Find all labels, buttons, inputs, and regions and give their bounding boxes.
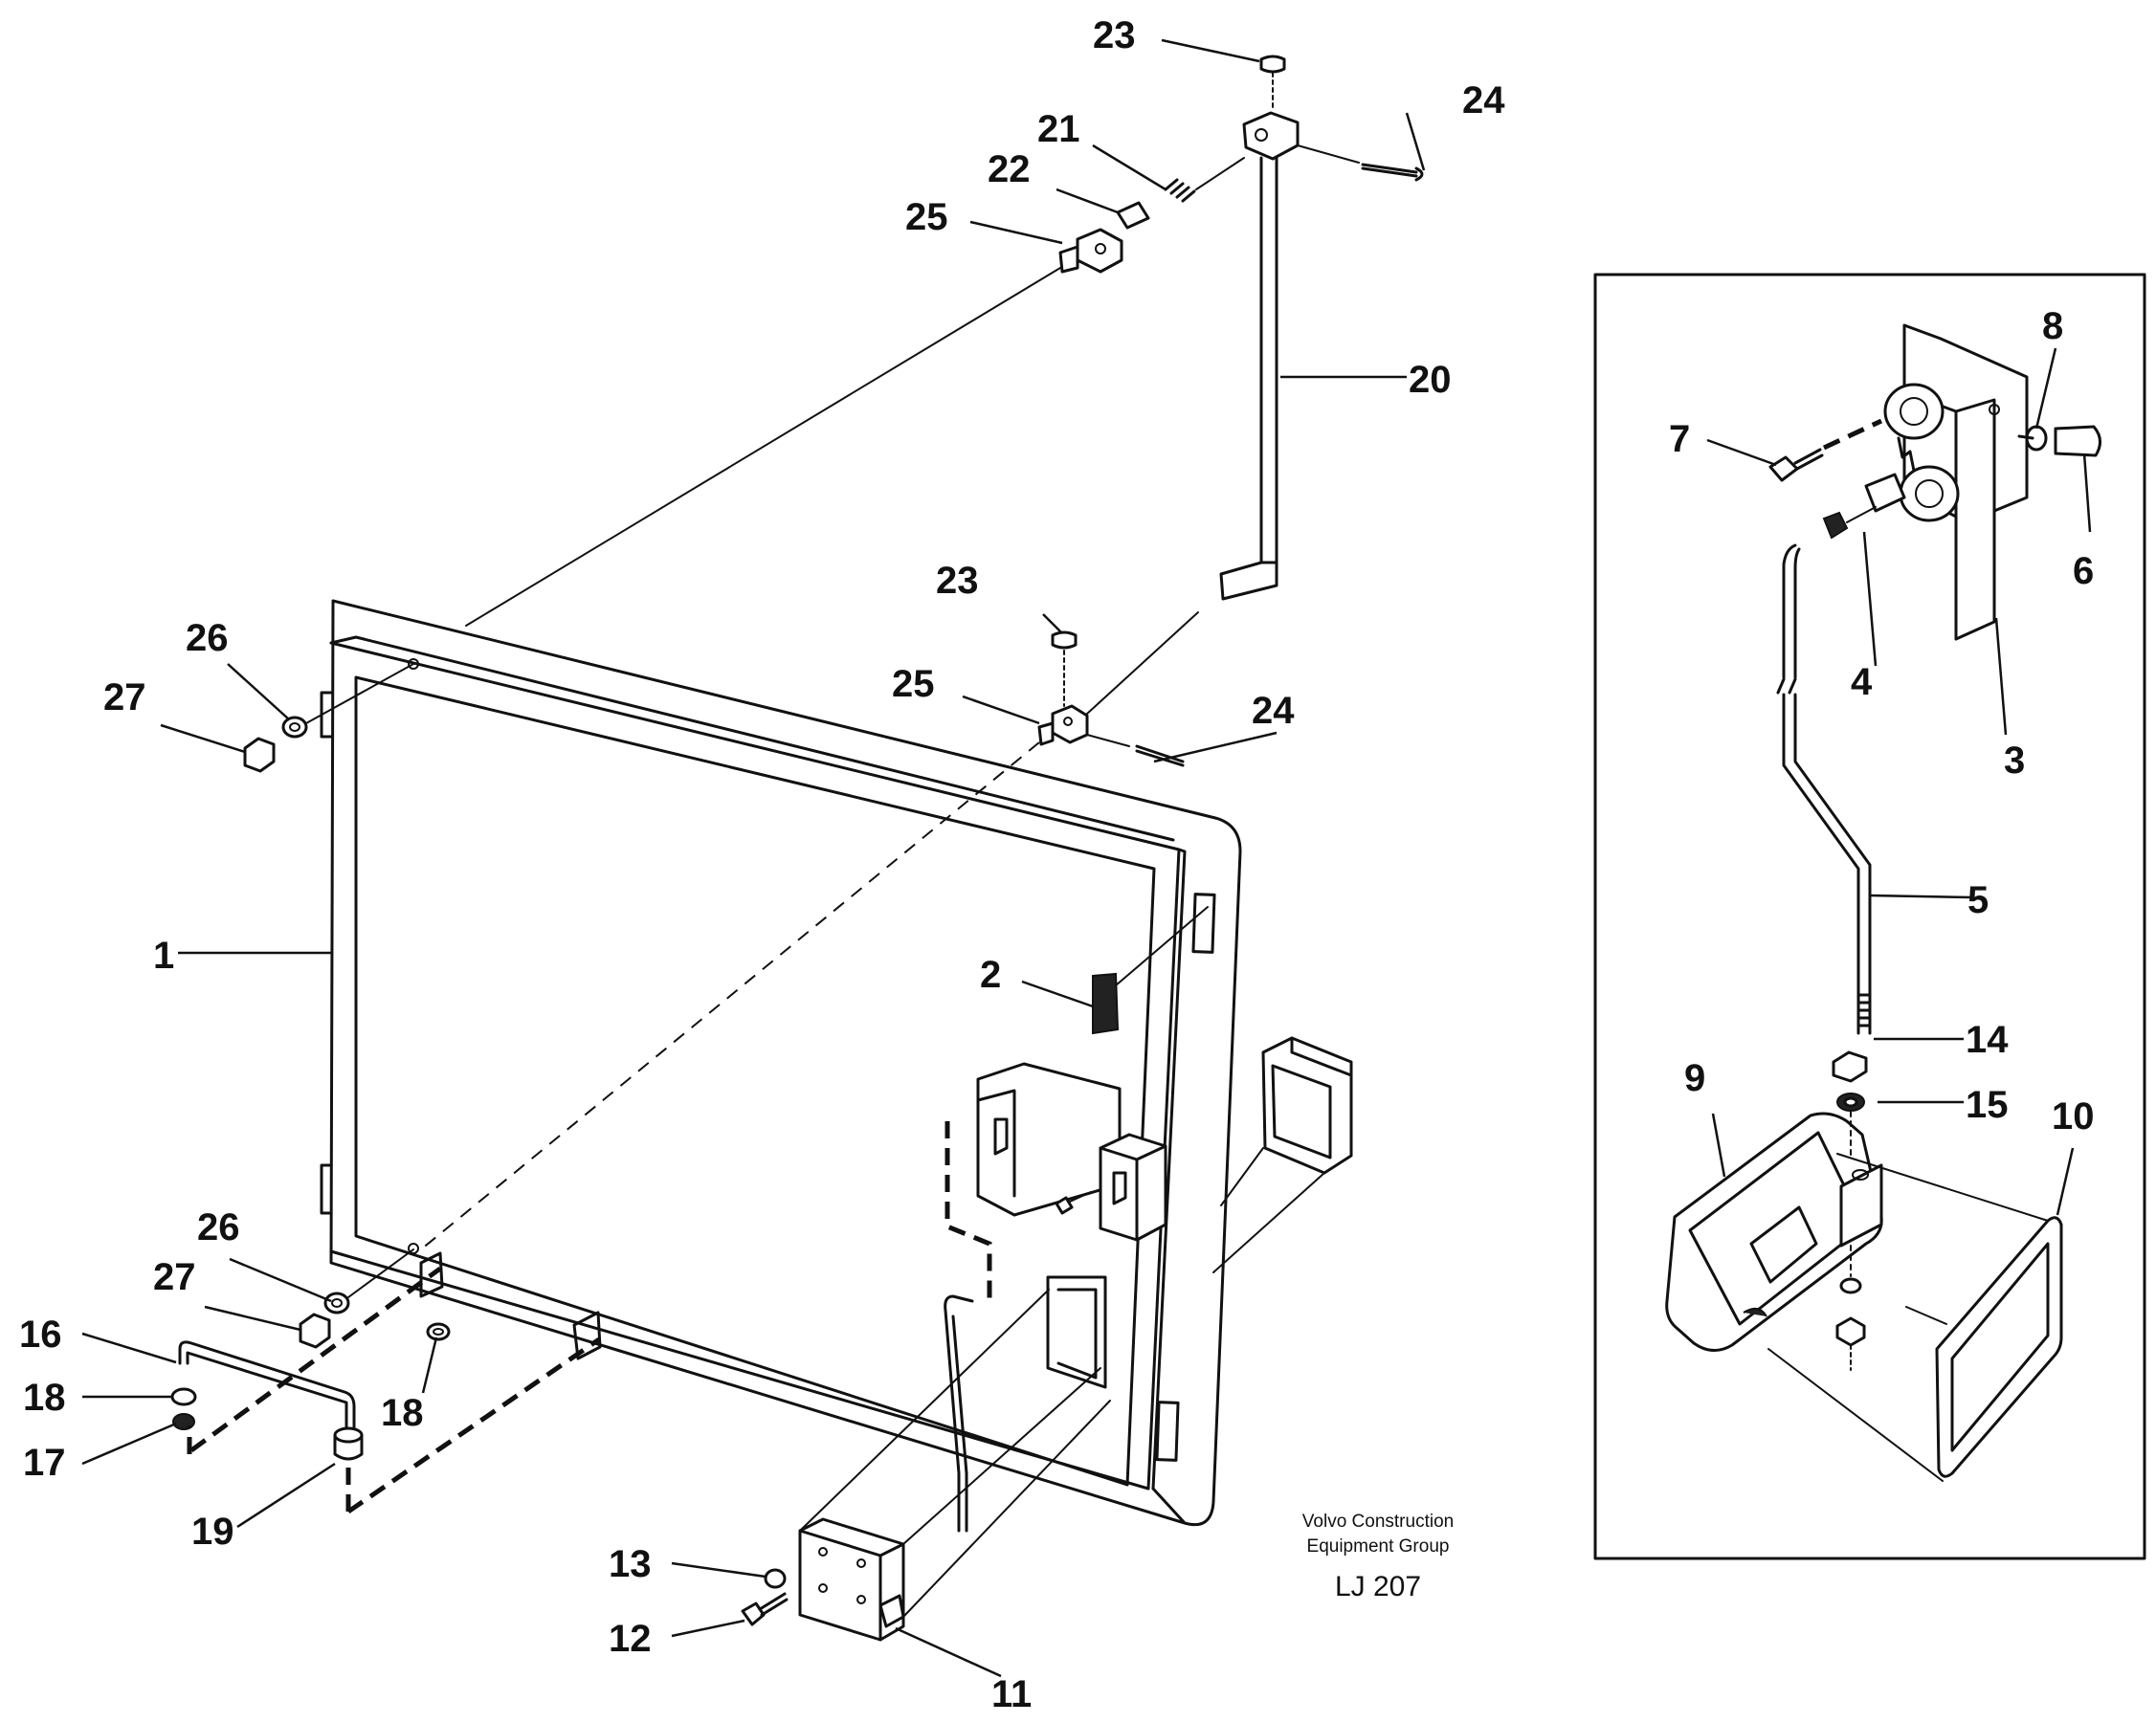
sleeve-22 — [1116, 201, 1150, 230]
washer-26-top — [281, 716, 308, 739]
callout-23a: 23 — [1093, 14, 1136, 56]
clamp-25-top — [1058, 228, 1123, 274]
callout-26a: 26 — [186, 617, 229, 659]
detail-inset — [1593, 273, 2146, 1560]
hinge-dash-left — [187, 1266, 442, 1454]
hinge-dash-right — [345, 1336, 601, 1514]
rod-5 — [1782, 543, 1801, 679]
callout-25a: 25 — [905, 196, 948, 238]
callout-23b: 23 — [936, 560, 979, 602]
callout-18a: 18 — [23, 1377, 66, 1419]
frame-latch-rod — [944, 1121, 992, 1533]
caption-code: LJ 207 — [1335, 1571, 1421, 1602]
line-26-top — [305, 663, 414, 724]
callout-24b: 24 — [1252, 690, 1295, 732]
callout-27a: 27 — [103, 676, 146, 718]
washer-13 — [764, 1568, 787, 1589]
callout-7: 7 — [1669, 418, 1690, 460]
pin-24-lower — [1086, 734, 1185, 767]
lock-bracket-housing — [976, 1062, 1167, 1389]
rod-line-top — [465, 267, 1061, 627]
callout-5: 5 — [1967, 879, 1989, 921]
link-4 — [1822, 511, 1849, 540]
bolt-23-top — [1259, 55, 1286, 108]
callout-15: 15 — [1966, 1084, 2009, 1126]
gasket-10 — [1935, 1216, 2063, 1478]
callout-16: 16 — [19, 1314, 62, 1356]
rod-20 — [1219, 111, 1300, 601]
callout-19: 19 — [191, 1511, 234, 1553]
washer-26-bottom — [323, 1292, 350, 1314]
callout-26b: 26 — [197, 1206, 240, 1248]
callout-labels: 1 2 3 4 5 6 7 8 9 10 11 12 13 14 15 16 1… — [19, 14, 2095, 1715]
callout-21: 21 — [1037, 108, 1080, 150]
callout-10: 10 — [2052, 1095, 2095, 1138]
callout-3: 3 — [2004, 740, 2025, 782]
callout-22: 22 — [988, 148, 1031, 190]
nut-14 — [1832, 1050, 1868, 1083]
washer-18-right — [426, 1322, 451, 1341]
caption-line-1: Volvo Construction — [1302, 1512, 1454, 1532]
screw-12 — [741, 1592, 789, 1626]
caption: Volvo Construction Equipment Group LJ 20… — [1302, 1512, 1454, 1602]
callout-18b: 18 — [381, 1392, 424, 1434]
hinge-rod-16 — [178, 1340, 356, 1429]
callout-14: 14 — [1966, 1019, 2009, 1061]
callout-9: 9 — [1684, 1057, 1705, 1099]
sleeve-19 — [333, 1426, 364, 1461]
side-lock-housing — [1212, 1036, 1353, 1273]
bracket-11 — [798, 1289, 1111, 1642]
spring-21 — [1164, 157, 1245, 203]
callout-6: 6 — [2073, 550, 2094, 592]
callout-25b: 25 — [892, 663, 935, 705]
callout-24a: 24 — [1462, 79, 1505, 121]
callout-17: 17 — [23, 1442, 66, 1484]
callout-4: 4 — [1851, 661, 1873, 703]
callout-2: 2 — [980, 954, 1001, 996]
callout-27b: 27 — [153, 1256, 196, 1298]
callout-11: 11 — [991, 1673, 1032, 1715]
leader-lines — [81, 38, 2092, 1678]
callout-8: 8 — [2042, 305, 2063, 347]
bolt-23-lower — [1051, 630, 1078, 707]
washer-18-left — [170, 1387, 197, 1406]
insert-2 — [1092, 906, 1209, 1035]
dashed-line-lower — [420, 741, 1040, 1250]
caption-line-2: Equipment Group — [1307, 1536, 1450, 1557]
nut-27-bottom — [299, 1313, 331, 1349]
callout-1: 1 — [153, 935, 174, 977]
window-frame — [320, 599, 1242, 1527]
line-26-bottom — [347, 1248, 414, 1298]
pin-24-top — [1297, 144, 1424, 182]
nut-27-top — [243, 737, 276, 773]
screw-small-frame — [1055, 1191, 1092, 1215]
lock-housing-9 — [1665, 1112, 1883, 1352]
callout-20: 20 — [1409, 359, 1452, 401]
bolt-7 — [1768, 455, 1799, 482]
callout-12: 12 — [609, 1618, 652, 1660]
callout-13: 13 — [609, 1543, 652, 1585]
bolt-6 — [2054, 425, 2101, 457]
